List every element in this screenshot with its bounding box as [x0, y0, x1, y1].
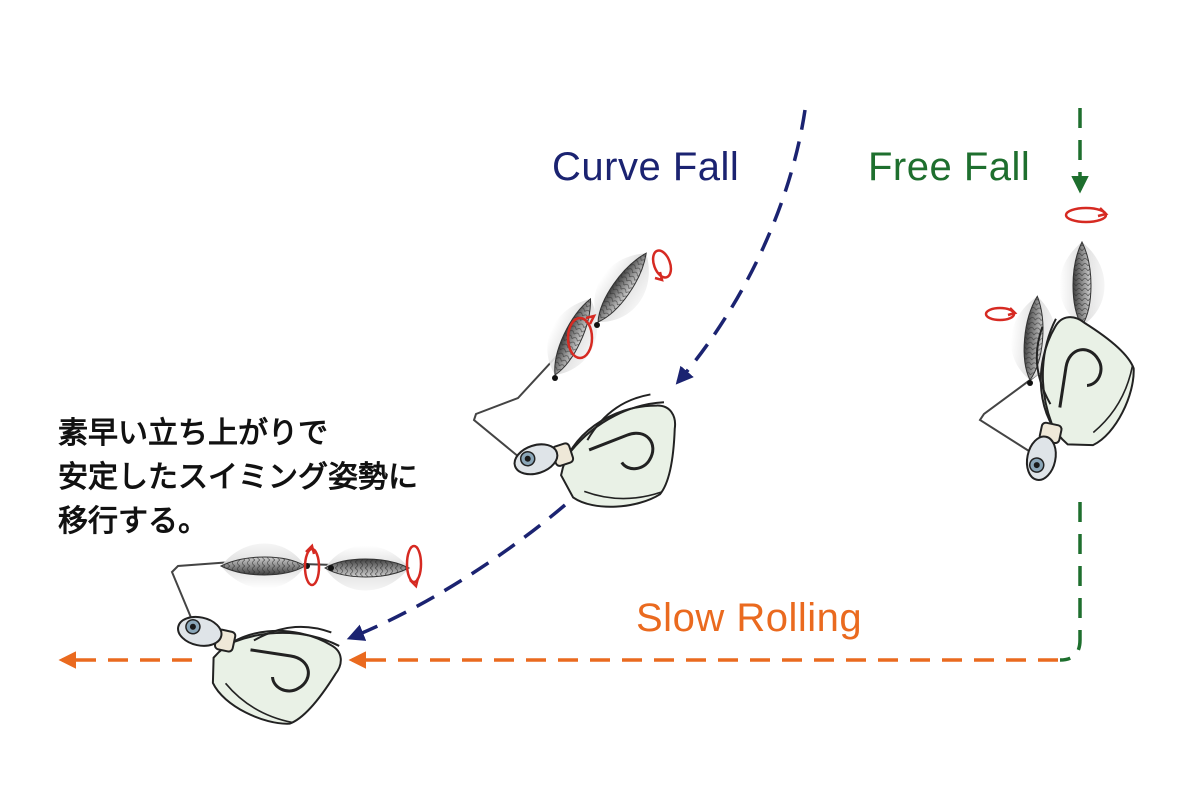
slow-rolling-label: Slow Rolling [636, 596, 863, 640]
free-fall-path [1059, 108, 1089, 662]
spinnerbait-lure-icon [978, 241, 1150, 504]
note-line: 安定したスイミング姿勢に [58, 460, 418, 495]
note-line: 移行する。 [58, 504, 208, 539]
spin-direction-icon [984, 206, 1109, 322]
spinnerbait-lure-icon [154, 543, 410, 740]
description-note: 素早い立ち上がりで 安定したスイミング姿勢に 移行する。 [58, 412, 418, 544]
spin-direction-icon [303, 543, 423, 589]
spinnerbait-lure-icon [472, 240, 690, 526]
curve-fall-path [346, 109, 807, 641]
note-line: 素早い立ち上がりで [58, 416, 328, 451]
curve-fall-label: Curve Fall [552, 145, 740, 189]
spin-direction-icon [566, 249, 673, 360]
free-fall-label: Free Fall [868, 145, 1031, 189]
